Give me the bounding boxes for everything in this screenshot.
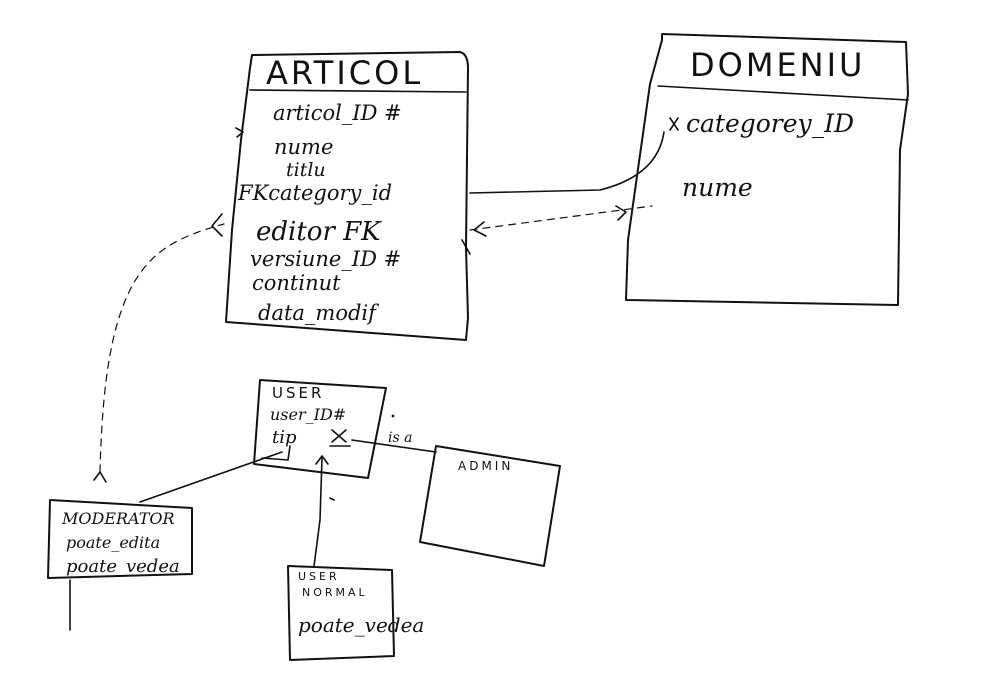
user-normal-title-1: USER (298, 570, 340, 583)
articol-box (225, 51, 469, 341)
dashed-end-articol-left (211, 213, 223, 237)
domeniu-field-category-id: categorey_ID (686, 109, 854, 138)
articol-left-tick (235, 127, 244, 138)
user-field-id: user_ID# (270, 405, 346, 424)
entity-moderator: MODERATOR poate_edita poate_vedea (47, 499, 193, 579)
user-normal-user-link (313, 457, 323, 567)
user-title: USER (272, 384, 324, 402)
domeniu-pk-mark (669, 117, 679, 131)
entity-domeniu: DOMENIU categorey_ID nume (625, 33, 909, 306)
user-tip-underline (261, 445, 291, 461)
admin-box (419, 445, 561, 567)
articol-title: ARTICOL (266, 54, 423, 92)
user-normal-arrow (315, 455, 329, 465)
moderator-crowfoot (93, 471, 107, 483)
moderator-title: MODERATOR (61, 509, 175, 528)
user-admin-link (351, 439, 437, 453)
relationships: is a (69, 131, 665, 631)
articol-field-id: articol_ID # (273, 101, 402, 125)
is-a-dot (391, 414, 395, 418)
user-box (253, 379, 387, 479)
moderator-field-edita: poate_edita (66, 533, 160, 552)
user-normal-field-vedea: poate_vedea (298, 613, 424, 637)
articol-field-fkcategory: FKcategory_id (237, 181, 392, 205)
moderator-box (47, 499, 193, 579)
articol-field-continut: continut (252, 271, 341, 295)
admin-title: ADMIN (458, 459, 513, 473)
entity-articol: ARTICOL articol_ID # nume titlu FKcatego… (225, 51, 471, 341)
user-normal-mark (329, 497, 335, 501)
articol-domeniu-link (469, 131, 665, 194)
articol-field-versiune: versiune_ID # (250, 247, 401, 271)
moderator-articol-dashed-link (99, 223, 225, 473)
moderator-user-link (139, 451, 283, 503)
moderator-field-vedea: poate_vedea (66, 556, 180, 577)
user-x-mark (329, 429, 351, 447)
domeniu-box (625, 33, 909, 306)
dashed-end-right (615, 205, 627, 221)
domeniu-title: DOMENIU (690, 46, 865, 84)
entity-admin: ADMIN (419, 445, 561, 567)
domeniu-header-divider (657, 85, 909, 101)
articol-field-nume: nume (274, 135, 333, 159)
dashed-end-left (473, 221, 487, 237)
articol-field-titlu: titlu (286, 159, 326, 181)
articol-field-editor: editor FK (256, 217, 382, 247)
user-normal-box (287, 565, 395, 661)
articol-header-divider (249, 89, 467, 93)
user-normal-title-2: NORMAL (302, 586, 368, 599)
is-a-label: is a (388, 430, 412, 446)
articol-field-data-modif: data_modif (258, 301, 379, 325)
entity-user-normal: USER NORMAL poate_vedea (287, 565, 424, 661)
domeniu-field-nume: nume (682, 173, 753, 202)
articol-domeniu-dashed-link (469, 205, 653, 231)
articol-right-tick (461, 239, 471, 255)
entity-user: USER user_ID# tip (253, 379, 387, 479)
user-field-tip: tip (272, 427, 297, 448)
